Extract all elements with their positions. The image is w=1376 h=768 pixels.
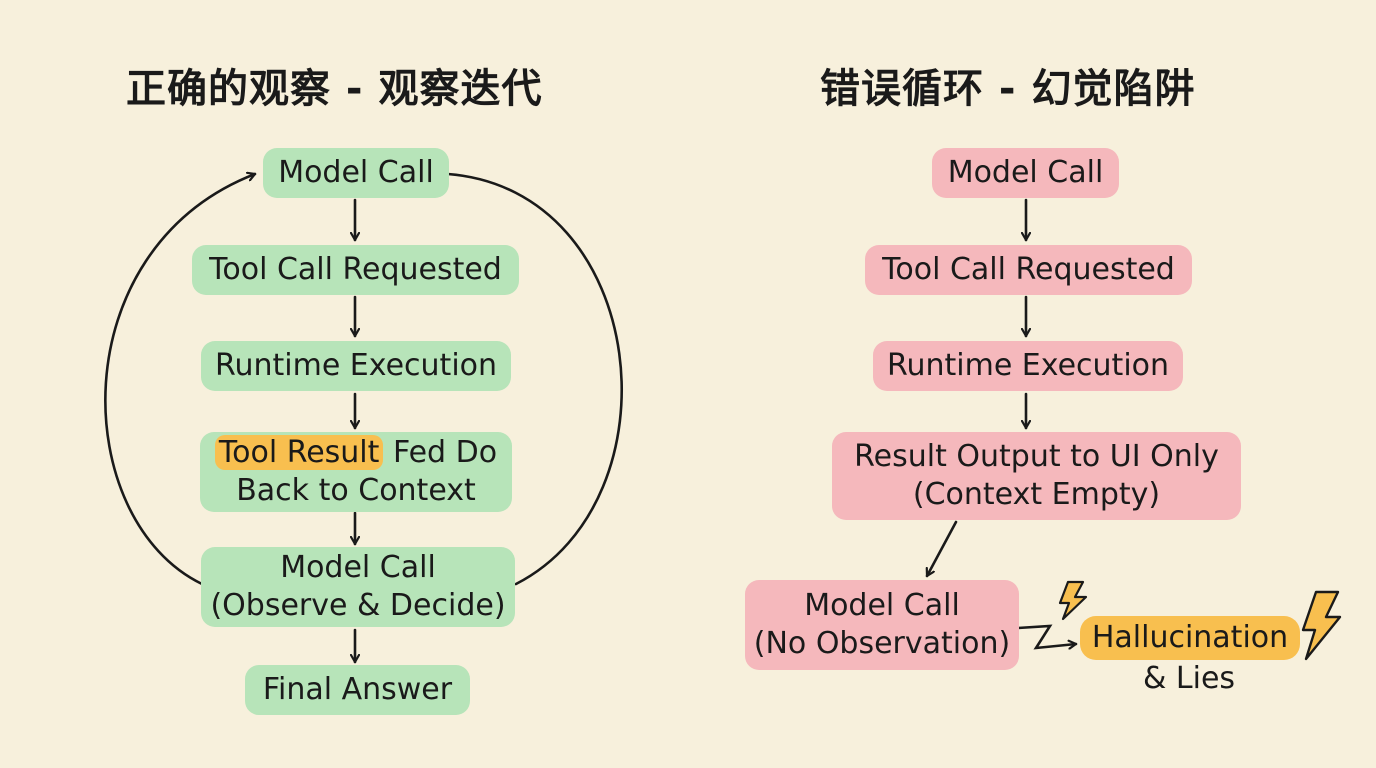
- lightning-bolt-icon: [1301, 590, 1342, 661]
- right-arrow-4: [927, 520, 958, 578]
- right-runtime-execution-node: Runtime Execution: [873, 341, 1183, 391]
- tool-result-line-2: Back to Context: [236, 473, 476, 508]
- result-line-1: Result Output to UI Only: [854, 439, 1219, 474]
- tool-result-rest: Fed Do: [383, 435, 498, 470]
- left-tool-result-node: Tool Result Fed Do Back to Context: [200, 432, 512, 512]
- lies-label: & Lies: [1143, 661, 1236, 696]
- right-model-call-node: Model Call: [932, 148, 1119, 198]
- right-tool-call-requested-node: Tool Call Requested: [865, 245, 1192, 295]
- left-model-call-node: Model Call: [263, 148, 449, 198]
- node-label: Runtime Execution: [886, 348, 1170, 383]
- left-title: 正确的观察 - 观察迭代: [126, 66, 543, 112]
- left-runtime-execution-node: Runtime Execution: [201, 341, 511, 391]
- left-loop-left-arc: [104, 174, 257, 586]
- hallucination-label: Hallucination: [1091, 620, 1289, 655]
- node-label: Model Call: [278, 155, 434, 190]
- left-tool-call-requested-node: Tool Call Requested: [192, 245, 519, 295]
- observe-line-1: Model Call: [280, 550, 436, 585]
- node-label: Tool Call Requested: [882, 252, 1175, 287]
- tool-result-highlight: Tool Result: [214, 435, 384, 470]
- node-label: Tool Call Requested: [209, 252, 502, 287]
- right-result-ui-only-node: Result Output to UI Only (Context Empty): [832, 432, 1241, 520]
- right-title: 错误循环 - 幻觉陷阱: [820, 66, 1196, 112]
- left-final-answer-node: Final Answer: [245, 665, 470, 715]
- right-no-observation-node: Model Call (No Observation): [745, 580, 1019, 670]
- node-label: Model Call: [947, 155, 1104, 190]
- left-observe-decide-node: Model Call (Observe & Decide): [201, 547, 515, 627]
- right-zigzag-arrow: [1016, 624, 1078, 648]
- lightning-bolt-icon: [1058, 580, 1088, 621]
- no-obs-line-1: Model Call: [804, 588, 960, 623]
- hallucination-badge: Hallucination: [1080, 616, 1300, 660]
- node-label: Runtime Execution: [214, 348, 498, 383]
- left-loop-right-arc: [446, 172, 623, 586]
- tool-result-line-1: Tool Result Fed Do: [214, 434, 498, 472]
- no-obs-line-2: (No Observation): [753, 626, 1011, 661]
- result-line-2: (Context Empty): [912, 477, 1161, 512]
- node-label: Final Answer: [262, 672, 453, 707]
- observe-line-2: (Observe & Decide): [210, 588, 506, 623]
